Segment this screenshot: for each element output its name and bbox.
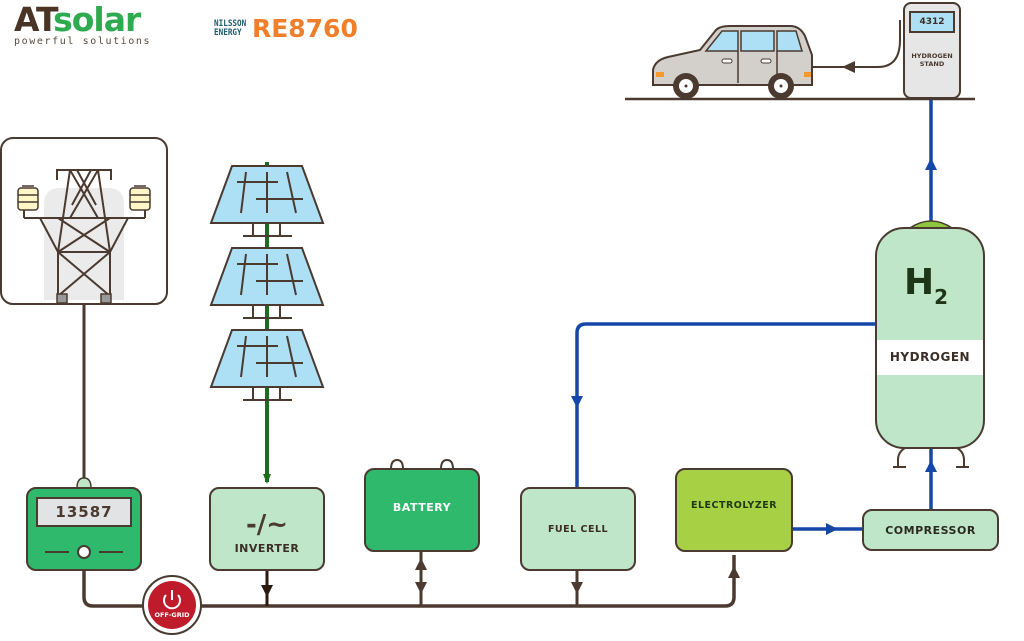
fuel-cell-arrow bbox=[571, 582, 583, 594]
solar-arrow bbox=[263, 474, 271, 484]
stand-display: 4312 bbox=[909, 11, 955, 33]
fuel-cell: FUEL CELL bbox=[520, 487, 636, 571]
compressor-label: COMPRESSOR bbox=[885, 523, 976, 537]
grid-tower bbox=[0, 137, 168, 305]
electrolyzer-arrow bbox=[728, 566, 740, 578]
h2-sub: 2 bbox=[934, 285, 949, 309]
battery-arrow-up bbox=[415, 558, 427, 570]
grid-meter: 13587 bbox=[26, 487, 142, 571]
atsolar-logo: ATsolar powerful solutions bbox=[14, 0, 152, 48]
hydrogen-stand: 4312 HYDROGEN STAND bbox=[903, 2, 961, 99]
off-grid-label: OFF-GRID bbox=[154, 611, 190, 619]
fuel-cell-label: FUEL CELL bbox=[547, 523, 609, 535]
compressor-arrow bbox=[826, 523, 838, 535]
nilsson-wordmark: NILSSON ENERGY bbox=[214, 18, 247, 38]
hydrogen-tank bbox=[875, 220, 985, 468]
stand-label-2: STAND bbox=[919, 60, 945, 68]
compressor: COMPRESSOR bbox=[862, 509, 999, 551]
solar-panel bbox=[209, 165, 325, 237]
inverter-label: INVERTER bbox=[234, 541, 300, 555]
inverter-symbol: -/~ bbox=[245, 509, 289, 540]
h2-symbol: H2 bbox=[904, 262, 948, 309]
meter-display: 13587 bbox=[36, 497, 132, 527]
insulator-right bbox=[129, 185, 151, 211]
solar-panel bbox=[209, 247, 325, 319]
solar-panel bbox=[209, 329, 325, 401]
insulator-left bbox=[17, 185, 39, 211]
hose-arrow bbox=[842, 61, 855, 73]
electrolyzer-label: ELECTROLYZER bbox=[690, 499, 778, 511]
inverter: -/~ INVERTER bbox=[209, 487, 325, 571]
transmission-tower-icon bbox=[17, 169, 151, 304]
tank-legs bbox=[893, 447, 969, 468]
stand-arrow bbox=[925, 158, 937, 170]
battery-arrow-down bbox=[415, 582, 427, 594]
car-icon bbox=[652, 25, 813, 99]
power-icon bbox=[163, 590, 181, 610]
logo-solar: solar bbox=[53, 0, 141, 39]
hydrogen-to-fuel-cell-line bbox=[575, 322, 876, 488]
nilsson-line1: NILSSON bbox=[214, 18, 247, 29]
fuel-hose bbox=[811, 20, 901, 68]
battery-terminals bbox=[390, 458, 454, 470]
off-grid-switch[interactable] bbox=[142, 575, 202, 635]
tank-label-band bbox=[877, 340, 983, 375]
battery-label: BATTERY bbox=[392, 500, 452, 514]
hydrogen-label: HYDROGEN bbox=[889, 350, 971, 364]
stand-label-1: HYDROGEN bbox=[911, 52, 953, 60]
electrolyzer: ELECTROLYZER bbox=[675, 468, 793, 552]
inverter-arrow bbox=[261, 585, 273, 597]
h2-h: H bbox=[904, 262, 935, 303]
nilsson-energy-logo: NILSSON ENERGY RE8760 bbox=[214, 14, 358, 43]
logo-tagline: powerful solutions bbox=[14, 36, 152, 47]
meter-dial bbox=[45, 545, 123, 559]
solar-panel-icon bbox=[209, 165, 325, 401]
logo-at: AT bbox=[14, 0, 54, 39]
product-name: RE8760 bbox=[251, 14, 358, 43]
power-bus bbox=[82, 555, 736, 608]
nilsson-line2: ENERGY bbox=[214, 27, 242, 38]
tank-in-arrow bbox=[925, 460, 937, 472]
meter-antenna bbox=[76, 477, 92, 489]
battery: BATTERY bbox=[364, 468, 480, 552]
fuel-cell-h2-arrow bbox=[571, 396, 583, 408]
